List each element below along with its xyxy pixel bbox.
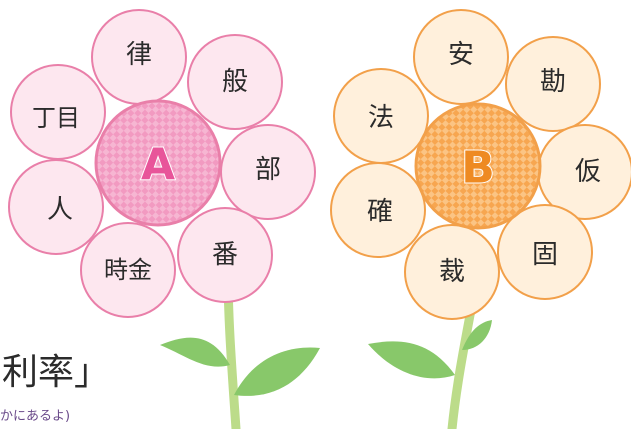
flower-a-petal-3[interactable]: 部	[220, 124, 316, 220]
flower-a: 律 般 部 番 時金 人 丁	[8, 9, 316, 318]
flower-b-petal-6-label: 確	[367, 197, 393, 227]
flower-a-left-leaf-icon	[160, 337, 230, 367]
flower-b: 安 勘 仮 固 裁 確 法	[330, 9, 631, 320]
caption-main: 利率」	[2, 352, 110, 393]
flower-b-right-leaf-icon	[462, 320, 492, 350]
flower-a-petal-2-label: 般	[222, 67, 248, 97]
flower-a-petal-3-label: 部	[255, 155, 281, 185]
flower-a-center-letter: A	[141, 140, 175, 191]
flower-b-petal-4[interactable]: 固	[497, 204, 593, 300]
flower-a-petal-7-label: 丁目	[32, 104, 80, 132]
flower-a-petal-2[interactable]: 般	[187, 34, 283, 130]
flower-a-petal-5[interactable]: 時金	[80, 222, 176, 318]
flower-b-petal-7[interactable]: 法	[333, 68, 429, 164]
flower-b-petal-4-label: 固	[532, 240, 558, 270]
flower-b-petal-3-label: 仮	[575, 157, 601, 187]
flower-a-petal-1[interactable]: 律	[91, 9, 187, 105]
flower-b-petal-7-label: 法	[368, 103, 394, 133]
flower-a-petal-5-label: 時金	[104, 256, 152, 284]
flower-b-left-leaf-icon	[368, 341, 455, 379]
flower-b-center-letter: B	[461, 143, 495, 194]
flower-b-petal-3[interactable]: 仮	[537, 124, 631, 220]
flower-a-petal-7[interactable]: 丁目	[10, 64, 106, 160]
flower-b-petal-1[interactable]: 安	[413, 9, 509, 105]
flower-b-petal-1-label: 安	[448, 40, 474, 70]
caption-sub: かにあるよ)	[0, 409, 70, 424]
flower-b-petal-5-label: 裁	[439, 257, 465, 287]
flower-a-right-leaf-icon	[234, 347, 320, 396]
flower-a-petal-6-label: 人	[47, 195, 73, 225]
flower-a-petal-4[interactable]: 番	[177, 207, 273, 303]
flower-a-petal-6[interactable]: 人	[8, 159, 104, 255]
flower-b-center: B	[414, 102, 542, 230]
flower-b-petal-2[interactable]: 勘	[505, 36, 601, 132]
flower-b-petal-2-label: 勘	[540, 67, 566, 97]
flower-a-center: A	[94, 99, 222, 227]
flower-a-petal-4-label: 番	[212, 240, 238, 270]
flower-b-petal-5[interactable]: 裁	[404, 224, 500, 320]
flower-b-petal-6[interactable]: 確	[330, 162, 426, 258]
flower-a-petal-1-label: 律	[126, 40, 152, 70]
